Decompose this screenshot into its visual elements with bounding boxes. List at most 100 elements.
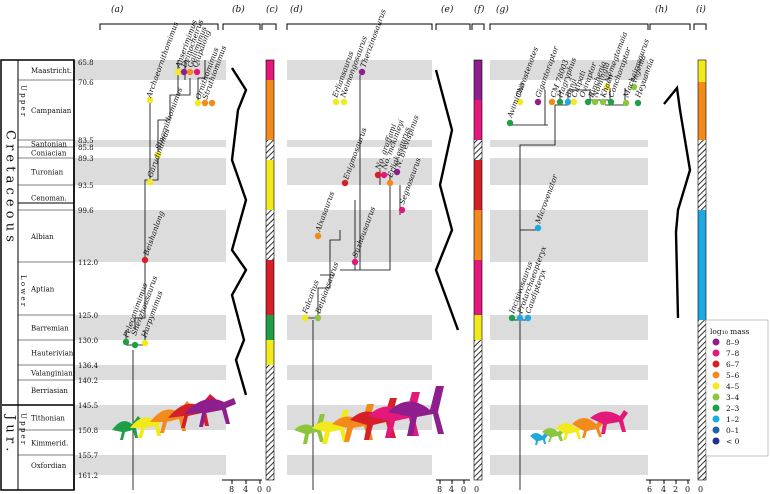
taxon-node <box>570 98 578 106</box>
taxon-node <box>524 314 532 322</box>
axis-c-tick: 0 <box>266 485 271 494</box>
stage-label: Maastricht. <box>31 67 72 75</box>
stage-band <box>490 210 648 262</box>
stage-label: Berriasian <box>31 387 68 395</box>
silhouettes-a <box>112 394 236 440</box>
taxon-node <box>622 99 630 107</box>
age-label: 145.5 <box>78 402 98 410</box>
axis-h-tick: 6 <box>647 485 652 494</box>
stage-label: Valanginian <box>30 370 73 378</box>
legend-label: < 0 <box>726 437 740 446</box>
legend-label: 1–2 <box>726 415 740 424</box>
legend-swatch <box>712 426 720 434</box>
age-label: 125.0 <box>78 312 98 320</box>
stage-band <box>74 365 226 380</box>
legend-swatch <box>712 437 720 445</box>
taxon-node <box>186 68 194 76</box>
stage-band <box>287 315 432 340</box>
stage-band <box>287 60 432 80</box>
silhouettes-g <box>530 410 628 445</box>
taxon-node <box>208 99 216 107</box>
taxon-node <box>146 96 154 104</box>
panel-f: (f) <box>474 4 485 15</box>
taxon-node <box>508 314 516 322</box>
taxon-node <box>599 98 607 106</box>
panel-b: (b) <box>232 4 245 15</box>
stage-band <box>287 365 432 380</box>
taxon-node <box>301 314 309 322</box>
stage-band <box>74 60 226 80</box>
taxon-node <box>534 224 542 232</box>
stage-label: Campanian <box>31 107 72 115</box>
axis-h <box>646 479 690 484</box>
stage-band <box>287 158 432 185</box>
era-cretaceous: C r e t a c e o u s <box>3 130 18 242</box>
taxon-node <box>398 206 406 214</box>
stage-label: Kimmerid. <box>31 440 68 448</box>
age-label: 130.0 <box>78 337 98 345</box>
panel-i: (i) <box>696 4 706 15</box>
legend-swatch <box>712 393 720 401</box>
legend-label: 2–3 <box>726 404 740 413</box>
taxon-node <box>314 232 322 240</box>
panel-e: (e) <box>441 4 454 15</box>
age-label: 161.2 <box>78 472 98 480</box>
age-label: 136.4 <box>78 362 99 370</box>
stage-label: Coniacian <box>31 150 67 158</box>
taxon-node <box>603 83 611 91</box>
taxon-node <box>141 339 149 347</box>
stage-band <box>287 210 432 262</box>
panel-h: (h) <box>655 4 668 15</box>
taxon-nodes <box>122 68 642 349</box>
taxon-node <box>591 98 599 106</box>
axis-b-tick: 4 <box>243 485 248 494</box>
mass-column-i <box>697 59 707 481</box>
taxon-node <box>314 314 322 322</box>
era-jurassic: J u r . <box>3 413 18 451</box>
age-labels: 65.870.683.585.889.393.599.6112.0125.013… <box>78 59 99 480</box>
stage-labels: Maastricht.CampanianSantonianConiacianTu… <box>18 67 74 470</box>
taxon-node <box>634 99 642 107</box>
panel-a: (a) <box>111 4 124 15</box>
stage-label: Albian <box>30 233 54 241</box>
mass-column-c <box>265 59 275 481</box>
silhouettes-d <box>294 386 444 444</box>
stage-band <box>490 158 648 185</box>
taxon-node <box>351 258 359 266</box>
tree-d <box>305 75 401 490</box>
legend-title: log₁₀ mass <box>710 327 750 336</box>
axis-i-tick: 0 <box>698 485 703 494</box>
taxon-node <box>122 338 130 346</box>
axis-b-tick: 0 <box>257 485 262 494</box>
axis-e-tick: 4 <box>449 485 454 494</box>
legend-label: 6–7 <box>726 360 740 369</box>
legend-label: 5–6 <box>726 371 740 380</box>
age-label: 83.5 <box>78 137 94 145</box>
panel-d: (d) <box>290 4 303 15</box>
stage-label: Turonian <box>31 169 64 177</box>
legend-entries: 8–97–86–75–64–53–42–31–20–1< 0 <box>712 338 740 446</box>
legend-swatch <box>712 360 720 368</box>
axis-b-tick: 8 <box>229 485 234 494</box>
age-label: 112.0 <box>78 259 98 267</box>
stage-band <box>74 210 226 262</box>
taxon-node <box>341 179 349 187</box>
taxon-node <box>386 179 394 187</box>
taxon-node <box>194 99 202 107</box>
stage-label: Barremian <box>31 325 69 333</box>
legend-label: 3–4 <box>726 393 740 402</box>
taxon-node <box>146 178 154 186</box>
timescale: C r e t a c e o u s J u r . U p p e r L … <box>0 59 75 491</box>
panel-labels: (a) (b) (c) (d) (e) (f) (g) (h) (i) <box>111 4 706 15</box>
legend-swatch <box>712 415 720 423</box>
taxon-node <box>607 98 615 106</box>
stage-band <box>490 365 648 380</box>
age-label: 99.6 <box>78 207 94 215</box>
taxon-node <box>201 99 209 107</box>
taxon-node <box>630 83 638 91</box>
stage-band <box>490 315 648 340</box>
stage-label: Oxfordian <box>31 462 67 470</box>
axis-h-tick: 2 <box>673 485 678 494</box>
stage-band <box>74 455 226 475</box>
